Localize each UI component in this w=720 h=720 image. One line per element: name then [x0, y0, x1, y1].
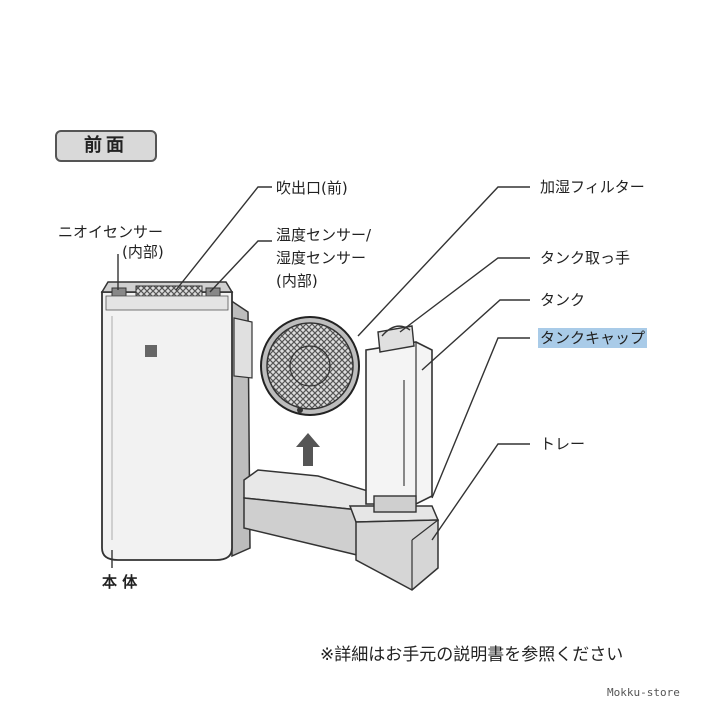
insert-arrow — [296, 433, 320, 466]
label-filter: 加湿フィルター — [540, 178, 645, 196]
watermark: Mokku-store — [607, 686, 680, 699]
footnote: ※詳細はお手元の説明書を参照ください — [320, 645, 624, 665]
label-odor-sensor-sub: (内部) — [122, 243, 164, 261]
tank — [365, 325, 433, 513]
label-odor-sensor: ニオイセンサー — [58, 223, 164, 241]
logo-badge — [145, 345, 157, 357]
label-temp-sensor-sub: (内部) — [276, 272, 318, 290]
tray — [243, 469, 440, 591]
label-tank: タンク — [540, 291, 586, 309]
label-temp-sensor-1: 温度センサー/ — [276, 226, 372, 244]
leader-lines — [111, 186, 530, 568]
outlet-grille — [135, 285, 203, 297]
label-temp-sensor-2: 湿度センサー — [276, 249, 367, 267]
section-title: 前面 — [55, 130, 157, 162]
label-tray: トレー — [540, 435, 586, 453]
label-tank-cap: タンクキャップ — [538, 328, 648, 348]
label-tank-handle: タンク取っ手 — [540, 249, 631, 267]
odor-sensor-vent — [111, 287, 127, 297]
label-body: 本 体 — [102, 573, 138, 591]
main-unit — [100, 281, 253, 561]
tank-handle — [377, 325, 415, 353]
tank-cap — [373, 495, 417, 513]
humidifying-filter — [260, 316, 360, 416]
label-outlet: 吹出口(前) — [276, 179, 348, 197]
